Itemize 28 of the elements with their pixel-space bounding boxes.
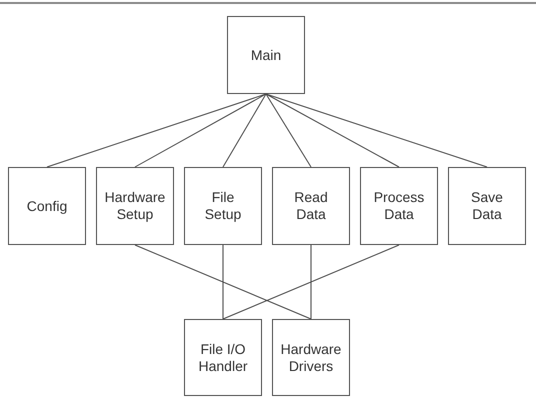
node-label: Save Data bbox=[471, 189, 503, 223]
connector-line bbox=[134, 244, 312, 320]
connector-line bbox=[266, 94, 488, 168]
module-box bbox=[272, 167, 350, 245]
node-label: File Setup bbox=[204, 189, 242, 223]
connector-line bbox=[222, 244, 400, 320]
node-label: Hardware Drivers bbox=[280, 340, 342, 374]
connector-line bbox=[134, 94, 266, 168]
module-box bbox=[272, 319, 350, 396]
module-box bbox=[8, 167, 86, 245]
connector-line bbox=[222, 244, 224, 320]
connector-line bbox=[46, 94, 266, 168]
connector-line bbox=[266, 94, 400, 168]
connector-line bbox=[310, 244, 312, 320]
node-label: Main bbox=[250, 46, 282, 64]
node-label: Config bbox=[26, 198, 68, 214]
module-box bbox=[448, 167, 526, 245]
node-label: File I/O Handler bbox=[198, 340, 248, 374]
node-label: Process Data bbox=[374, 189, 424, 223]
node-label: Read Data bbox=[294, 189, 328, 223]
node-label: Hardware Setup bbox=[104, 189, 166, 223]
module-box bbox=[184, 167, 262, 245]
module-box bbox=[227, 16, 305, 94]
connector-line bbox=[266, 94, 312, 168]
module-box bbox=[96, 167, 174, 245]
module-box bbox=[184, 319, 262, 396]
module-box bbox=[360, 167, 438, 245]
connector-line bbox=[222, 94, 266, 168]
